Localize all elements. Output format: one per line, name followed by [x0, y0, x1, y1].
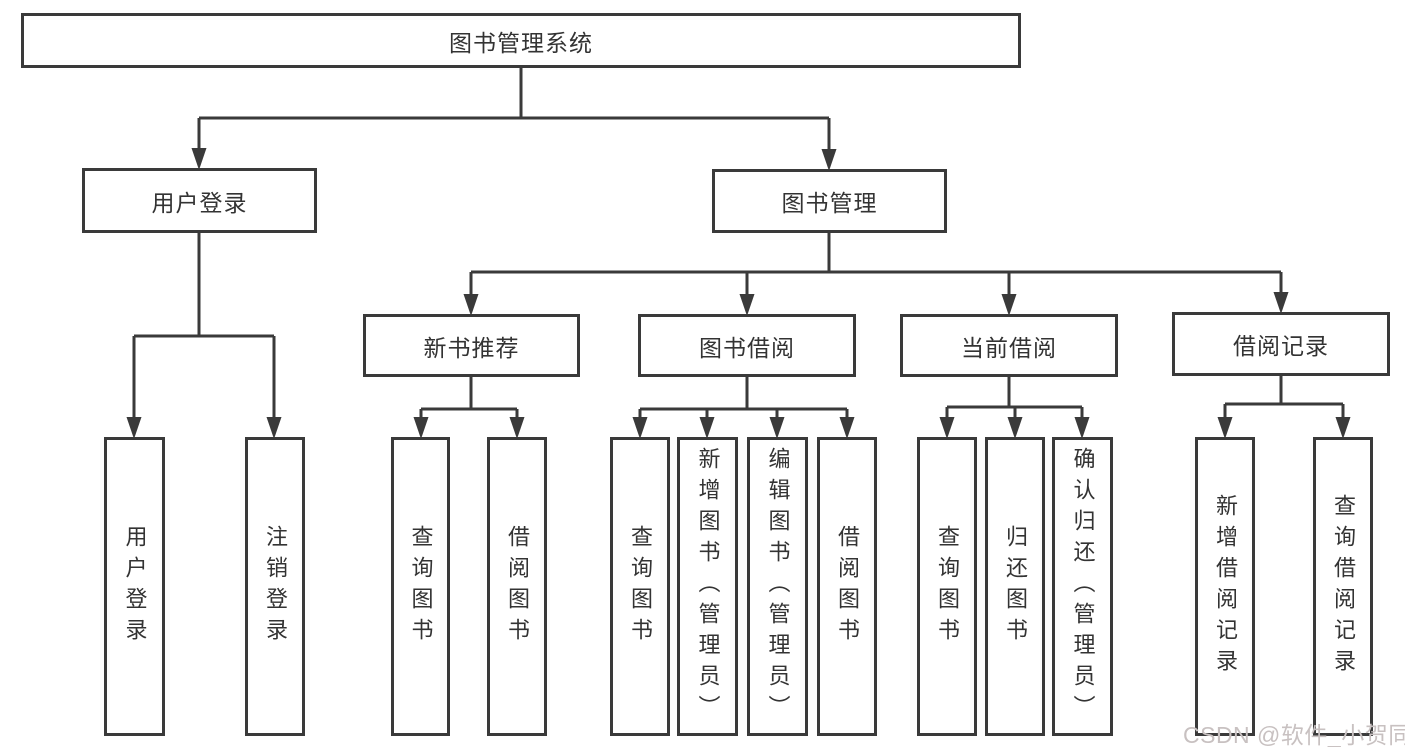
node-book-borrowing: 图书借阅	[638, 314, 856, 377]
node-new-book-recommendation: 新书推荐	[363, 314, 580, 377]
leaf-query-books-recommend-label: 查询图书	[408, 524, 434, 649]
node-root: 图书管理系统	[21, 13, 1021, 68]
node-new-book-recommendation-label: 新书推荐	[423, 334, 520, 361]
leaf-borrow-books-borrowing-label: 借阅图书	[835, 524, 860, 649]
node-root-label: 图书管理系统	[449, 29, 593, 56]
leaf-query-books-current-label: 查询图书	[935, 524, 960, 649]
leaf-query-books-borrowing-label: 查询图书	[628, 524, 653, 649]
leaf-logout-label: 注销登录	[263, 524, 288, 649]
node-book-borrowing-label: 图书借阅	[699, 334, 795, 361]
leaf-user-login-label: 用户登录	[122, 524, 148, 649]
leaf-return-books-label: 归还图书	[1003, 524, 1028, 649]
leaf-edit-books-admin: 编辑图书（管理员）	[747, 437, 808, 736]
leaf-add-borrow-record: 新增借阅记录	[1195, 437, 1255, 736]
leaf-return-books: 归还图书	[985, 437, 1045, 736]
leaf-query-books-current: 查询图书	[917, 437, 977, 736]
leaf-confirm-return-admin: 确认归还（管理员）	[1052, 437, 1113, 736]
leaf-borrow-books-borrowing: 借阅图书	[817, 437, 877, 736]
node-book-management: 图书管理	[712, 169, 947, 233]
node-user-login-label: 用户登录	[151, 189, 248, 216]
leaf-edit-books-admin-label: 编辑图书（管理员）	[765, 447, 791, 726]
node-borrowing-records-label: 借阅记录	[1233, 333, 1329, 359]
leaf-add-books-admin: 新增图书（管理员）	[677, 437, 738, 736]
leaf-add-borrow-record-label: 新增借阅记录	[1213, 493, 1238, 680]
node-user-login: 用户登录	[82, 168, 317, 233]
node-book-management-label: 图书管理	[781, 190, 878, 216]
leaf-query-books-recommend: 查询图书	[391, 437, 450, 736]
node-current-borrowing-label: 当前借阅	[961, 334, 1057, 361]
node-current-borrowing: 当前借阅	[900, 314, 1118, 377]
leaf-confirm-return-admin-label: 确认归还（管理员）	[1070, 447, 1096, 726]
leaf-user-login: 用户登录	[104, 437, 165, 736]
leaf-borrow-books-recommend: 借阅图书	[487, 437, 547, 736]
leaf-query-borrow-record-label: 查询借阅记录	[1331, 493, 1356, 680]
node-borrowing-records: 借阅记录	[1172, 312, 1390, 376]
leaf-add-books-admin-label: 新增图书（管理员）	[695, 447, 721, 726]
leaf-query-books-borrowing: 查询图书	[610, 437, 670, 736]
csdn-watermark: CSDN @软件_小贺同学	[1183, 722, 1405, 747]
leaf-logout: 注销登录	[245, 437, 305, 736]
leaf-query-borrow-record: 查询借阅记录	[1313, 437, 1373, 736]
leaf-borrow-books-recommend-label: 借阅图书	[505, 524, 530, 649]
